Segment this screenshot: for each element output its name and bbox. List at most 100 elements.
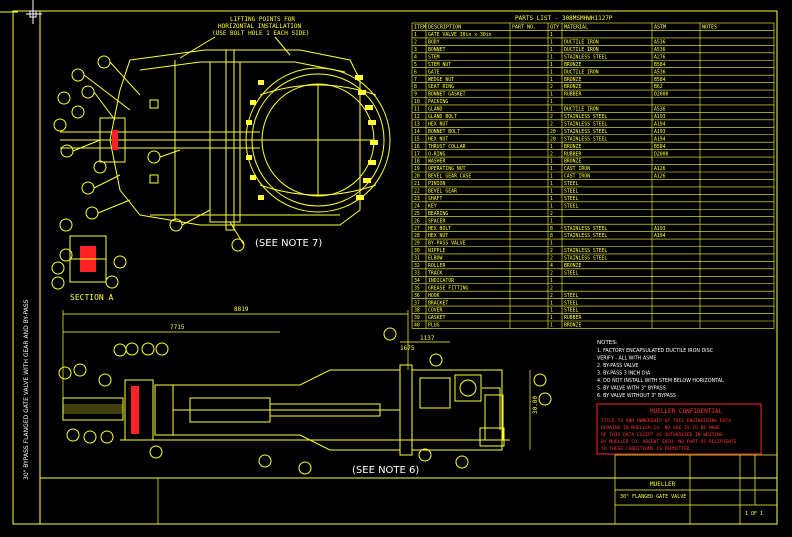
parts-table-cell: HEX NUT <box>428 233 448 239</box>
parts-table-cell: CAST IRON <box>564 166 590 172</box>
parts-table-cell: BRONZE <box>564 84 581 90</box>
parts-table-cell: STEM NUT <box>428 62 451 68</box>
parts-table-cell: 7 <box>414 77 417 83</box>
parts-table-cell: A194 <box>654 136 666 142</box>
parts-table-cell: 29 <box>414 241 420 247</box>
parts-table-cell: 32 <box>414 263 420 269</box>
gate-valve-side-view <box>62 364 510 456</box>
dimension-lines <box>62 310 531 450</box>
parts-table-cell: INDICATOR <box>428 278 454 284</box>
parts-table-cell: STAINLESS STEEL <box>564 114 607 120</box>
parts-table-cell: 1 <box>550 181 553 187</box>
parts-header-cell: MATERIAL <box>564 25 588 31</box>
parts-table-cell: 1 <box>550 54 553 60</box>
parts-table-cell: 23 <box>414 196 420 202</box>
parts-table-cell: BEVEL GEAR <box>428 189 457 195</box>
parts-table-cell: A536 <box>654 107 666 113</box>
parts-table-cell: PACKING <box>428 99 448 105</box>
see-note-7-label: (SEE NOTE 7) <box>255 238 322 249</box>
parts-table-cell: 36 <box>414 293 420 299</box>
parts-table-cell: 1 <box>550 300 553 306</box>
parts-table-cell: 1 <box>550 92 553 98</box>
parts-table-cell: 1 <box>550 196 553 202</box>
parts-table-cell: 5 <box>414 62 417 68</box>
parts-table-cell: 2 <box>550 151 553 157</box>
dim-overall: 8819 <box>234 306 249 313</box>
dim-offset-a: 1137 <box>420 335 435 342</box>
parts-table-cell: RUBBER <box>564 92 581 98</box>
parts-table-cell: A276 <box>654 54 666 60</box>
parts-table-cell: RUBBER <box>564 151 581 157</box>
parts-table-cell: 24 <box>414 203 420 209</box>
parts-table-cell: 1 <box>550 203 553 209</box>
parts-table-cell: STAINLESS STEEL <box>564 256 607 262</box>
parts-table-cell: A126 <box>654 174 666 180</box>
parts-table-cell: BRACKET <box>428 300 448 306</box>
general-note-line: 2. BY-PASS VALVE <box>597 363 638 369</box>
parts-table-cell: A536 <box>654 69 666 75</box>
corner-cursor-icon <box>26 0 42 24</box>
parts-table-cell: GATE VALVE 30in x 30in <box>428 32 492 38</box>
title-drawing: 30" FLANGED GATE VALVE <box>620 494 686 500</box>
parts-table-cell: 22 <box>414 189 420 195</box>
parts-table-cell: O-RING <box>428 151 445 157</box>
parts-table-cell: 1 <box>550 218 553 224</box>
section-a-label: SECTION A <box>70 293 114 302</box>
parts-table-cell: 4 <box>414 54 417 60</box>
parts-table-cell: 1 <box>550 323 553 329</box>
title-company: MUELLER <box>650 481 676 488</box>
parts-table-cell: 8 <box>550 233 553 239</box>
parts-table-cell: BRONZE <box>564 144 581 150</box>
parts-table-cell: B584 <box>654 62 666 68</box>
parts-table-cell: STEEL <box>564 293 579 299</box>
parts-table-cell: 9 <box>414 92 417 98</box>
parts-table-cell: 25 <box>414 211 420 217</box>
parts-table-cell: WASHER <box>428 159 445 165</box>
parts-table-cell: 2 <box>414 40 417 46</box>
parts-table-cell: 12 <box>414 114 420 120</box>
parts-table-cell: A194 <box>654 233 666 239</box>
dim-height: 30.00 <box>532 396 539 414</box>
parts-table-cell: STEEL <box>564 203 579 209</box>
dim-length: 7715 <box>170 324 185 331</box>
parts-table-cell: A536 <box>654 47 666 53</box>
parts-table-cell: 20 <box>414 174 420 180</box>
parts-table-cell: 1 <box>550 189 553 195</box>
parts-table-cell: 17 <box>414 151 420 157</box>
parts-table-cell: 3 <box>414 47 417 53</box>
parts-table-cell: B584 <box>654 144 666 150</box>
general-note-line: 4. DO NOT INSTALL WITH STEM BELOW HORIZO… <box>597 378 724 384</box>
parts-table-cell: SPACER <box>428 218 445 224</box>
parts-table-cell: B62 <box>654 84 663 90</box>
parts-table-cell: 30 <box>414 248 420 254</box>
parts-table-cell: STEEL <box>564 300 579 306</box>
parts-table-cell: 2 <box>550 256 553 262</box>
parts-table-cell: BRONZE <box>564 263 581 269</box>
gate-valve-top-view <box>60 49 391 231</box>
confidential-line: OF THIS DATA EXCEPT AS AUTHORIZED IN WRI… <box>601 432 723 438</box>
parts-table-cell: STAINLESS STEEL <box>564 129 607 135</box>
parts-table-cell: 8 <box>414 84 417 90</box>
parts-table-cell: A193 <box>654 129 666 135</box>
stud-bolts <box>246 75 378 200</box>
parts-table-cell: DUCTILE IRON <box>564 69 599 75</box>
parts-table-cell: 27 <box>414 226 420 232</box>
see-note-6-label: (SEE NOTE 6) <box>352 465 419 476</box>
title-sheet: 1 OF 1 <box>745 511 763 517</box>
parts-table-cell: BRONZE <box>564 77 581 83</box>
parts-table-cell: 1 <box>550 69 553 75</box>
parts-table-cell: BEARING <box>428 211 448 217</box>
parts-table-cell: STEEL <box>564 270 579 276</box>
parts-header-cell: PART NO. <box>512 25 536 31</box>
parts-table-cell: WEDGE NUT <box>428 77 454 83</box>
parts-table-cell: 1 <box>550 99 553 105</box>
parts-table-cell: SHAFT <box>428 196 443 202</box>
parts-table-cell: 26 <box>414 218 420 224</box>
general-note-line: 3. BY-PASS 3 INCH DIA <box>597 371 651 377</box>
parts-table-cell: STAINLESS STEEL <box>564 226 607 232</box>
parts-table-cell: 40 <box>414 323 420 329</box>
parts-table-cell: 2 <box>550 248 553 254</box>
confidential-title: MUELLER CONFIDENTIAL <box>650 408 723 415</box>
parts-table-cell: KEY <box>428 203 437 209</box>
parts-table-cell: 1 <box>550 40 553 46</box>
